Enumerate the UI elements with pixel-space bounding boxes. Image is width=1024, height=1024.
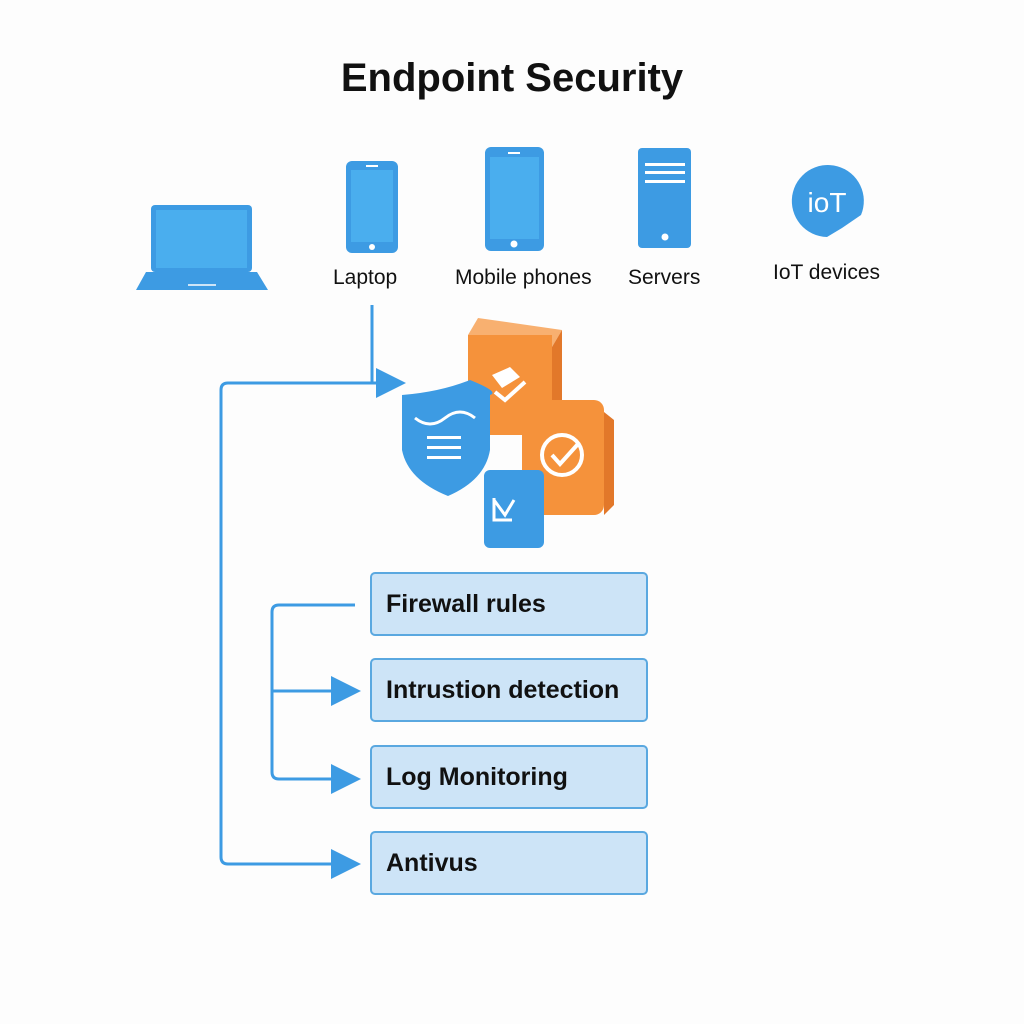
device-label-servers: Servers [628,266,701,289]
smartphone-icon [346,161,398,253]
iot-icon-text: ioT [808,187,847,218]
shield-icon [402,380,493,496]
protection-log-monitoring: Log Monitoring [370,745,648,809]
diagram-title: Endpoint Security [340,56,684,100]
tablet-icon [485,147,544,251]
iot-icon: ioT [791,165,864,237]
connector-lines [219,305,406,879]
mail-block-icon [484,470,544,548]
protection-intrusion-detection: Intrustion detection [370,658,648,722]
center-graphic [402,318,614,548]
server-icon [638,148,691,248]
device-label-mobile-phones: Mobile phones [455,266,592,289]
protection-firewall-rules: Firewall rules [370,572,648,636]
device-label-iot-devices: IoT devices [773,261,880,284]
device-label-laptop: Laptop [333,266,398,289]
laptop-icon [136,205,268,290]
protection-antivirus: Antivus [370,831,648,895]
